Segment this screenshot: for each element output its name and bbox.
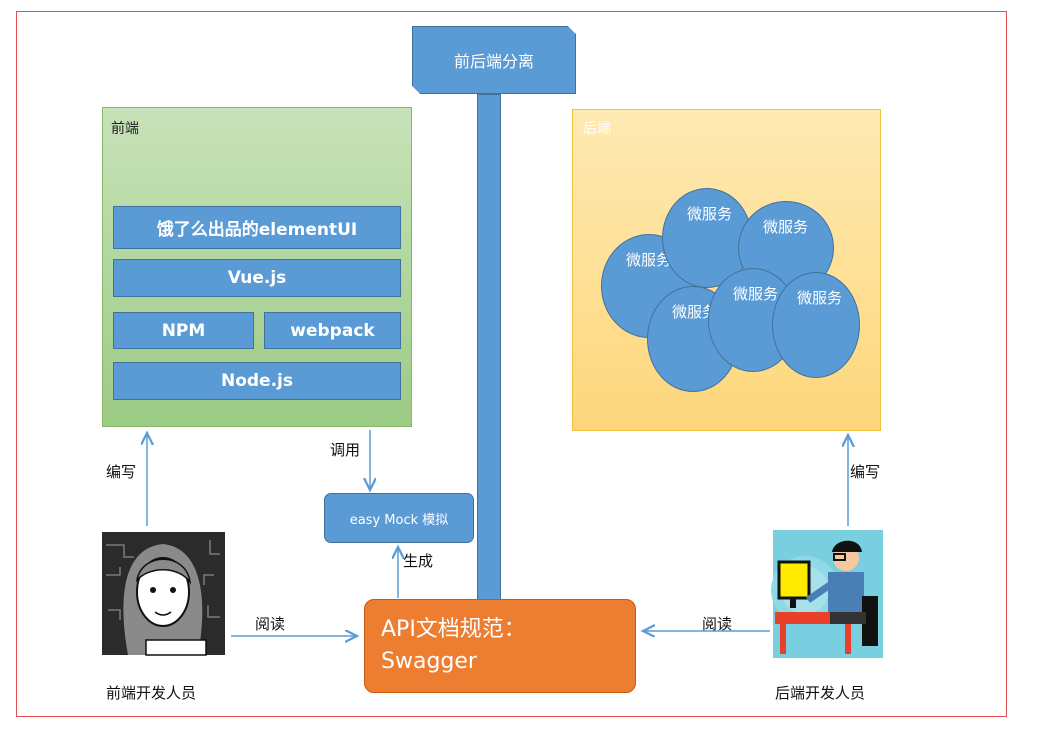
backend-developer-label: 后端开发人员 — [775, 684, 866, 702]
frontend-developer-label: 前端开发人员 — [106, 684, 197, 702]
banner: 前后端分离 — [412, 26, 576, 94]
swagger-subtitle: Swagger — [381, 648, 477, 674]
separation-pillar — [477, 94, 501, 600]
generate-label: 生成 — [403, 552, 434, 570]
easy-mock-box: easy Mock 模拟 — [324, 493, 474, 543]
layer-webpack: webpack — [264, 312, 401, 349]
layer-vue: Vue.js — [113, 259, 401, 297]
layer-npm: NPM — [113, 312, 254, 349]
backend-developer-avatar — [771, 530, 883, 658]
call-label: 调用 — [330, 441, 361, 459]
write-label-left: 编写 — [106, 463, 137, 481]
frontend-developer-avatar — [102, 532, 225, 656]
swagger-box: API文档规范： Swagger — [364, 599, 636, 693]
read-label-left: 阅读 — [255, 615, 286, 633]
write-label-right: 编写 — [850, 463, 881, 481]
swagger-title: API文档规范： — [381, 617, 526, 642]
read-label-right: 阅读 — [702, 615, 733, 633]
layer-elementui: 饿了么出品的elementUI — [113, 206, 401, 249]
frontend-label: 前端 — [111, 121, 139, 137]
backend-label: 后端 — [583, 121, 611, 137]
microservice-bubble: 微服务 — [772, 272, 860, 378]
layer-node: Node.js — [113, 362, 401, 400]
diagram-frame — [16, 11, 1007, 717]
